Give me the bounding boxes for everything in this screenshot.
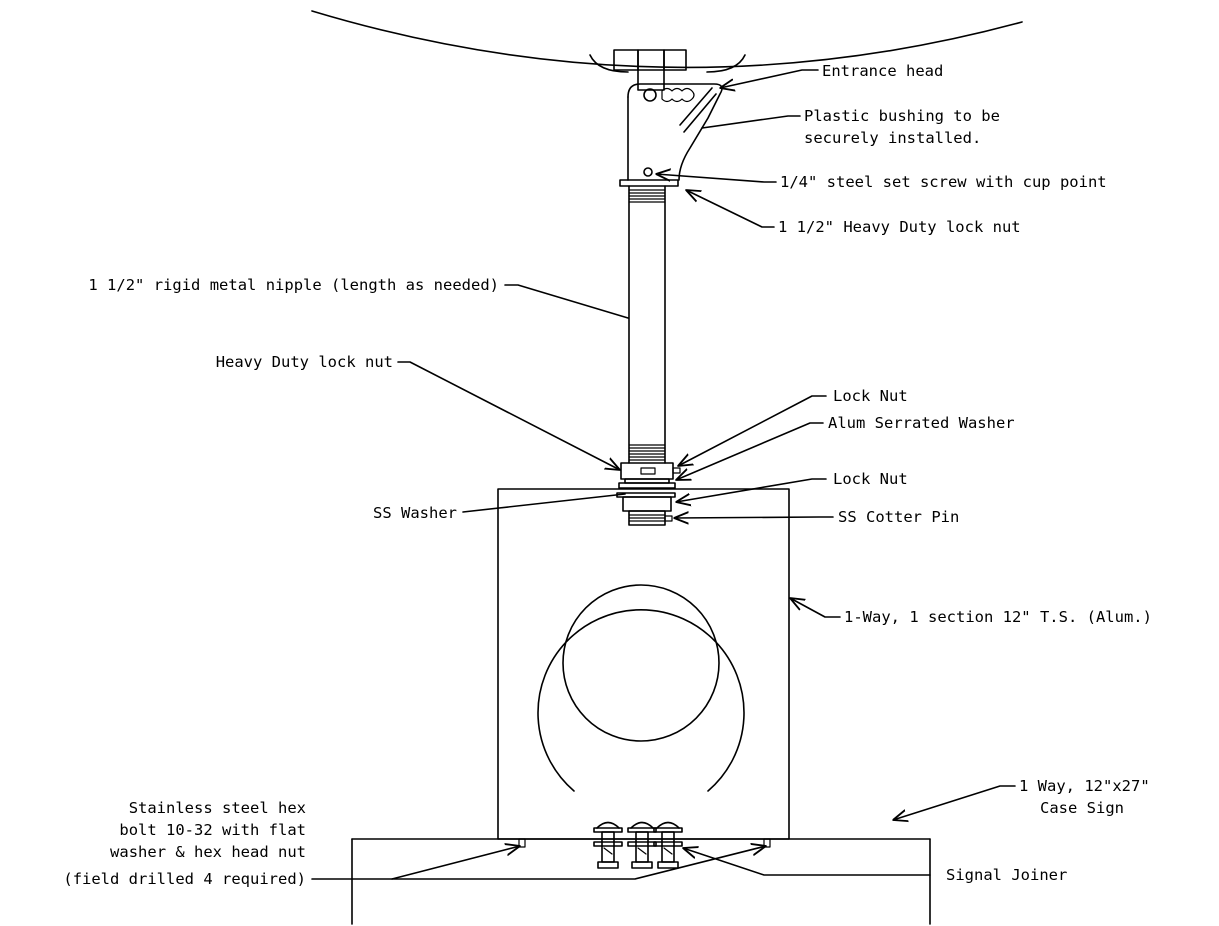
label-hex-bolt-1: Stainless steel hex	[129, 799, 306, 817]
joiner-bolt	[627, 821, 657, 869]
leader-ss-washer	[462, 493, 626, 513]
label-ss-washer: SS Washer	[373, 504, 457, 522]
label-ss-cotter-pin: SS Cotter Pin	[838, 508, 959, 526]
label-case-sign-1: 1 Way, 12"x27"	[1019, 777, 1150, 795]
label-plastic-bushing-2: securely installed.	[804, 129, 981, 147]
label-hd-lock-nut-top: 1 1/2" Heavy Duty lock nut	[778, 218, 1021, 236]
label-rigid-nipple: 1 1/2" rigid metal nipple (length as nee…	[88, 276, 499, 294]
leader-signal-head	[790, 598, 841, 618]
leader-set-screw	[655, 174, 777, 183]
label-set-screw: 1/4" steel set screw with cup point	[780, 173, 1107, 191]
label-hex-bolt-4: (field drilled 4 required)	[63, 870, 306, 888]
leader-hd-lock-nut-top	[686, 190, 775, 228]
signal-head-housing	[497, 488, 790, 840]
label-lock-nut-1: Lock Nut	[833, 387, 908, 405]
label-lock-nut-2: Lock Nut	[833, 470, 908, 488]
leader-entrance-head	[720, 69, 819, 88]
label-entrance-head: Entrance head	[822, 62, 943, 80]
leader-lock-nut-1	[678, 395, 827, 466]
leader-rigid-nipple	[504, 284, 629, 319]
leader-lines	[311, 69, 1016, 880]
entrance-head	[627, 83, 723, 181]
label-signal-joiner: Signal Joiner	[946, 866, 1067, 884]
label-alum-washer: Alum Serrated Washer	[828, 414, 1015, 432]
leader-ss-cotter-pin	[673, 517, 834, 518]
inner-lock-nut	[616, 492, 676, 526]
leader-plastic-bushing	[701, 115, 801, 129]
leader-case-sign	[893, 785, 1016, 820]
leader-lock-nut-2	[676, 478, 827, 502]
leader-alum-washer	[676, 422, 824, 480]
lock-nut-assembly	[618, 462, 681, 489]
span-wire-clamp	[589, 49, 746, 91]
rigid-metal-nipple	[628, 185, 666, 464]
joiner-bolt	[653, 821, 683, 869]
leader-signal-joiner	[683, 848, 931, 876]
span-wire	[311, 10, 1023, 69]
leader-hex-bolt	[311, 846, 520, 880]
case-sign	[351, 838, 931, 925]
leader-hex-bolt-right	[391, 846, 766, 880]
leader-hd-lock-nut	[397, 361, 620, 470]
joiner-bolt	[593, 821, 623, 869]
label-hex-bolt-2: bolt 10-32 with flat	[119, 821, 306, 839]
label-case-sign-2: Case Sign	[1040, 799, 1124, 817]
label-hex-bolt-3: washer & hex head nut	[110, 843, 306, 861]
top-lock-nut	[619, 179, 679, 187]
signal-joiner	[593, 821, 683, 869]
label-plastic-bushing-1: Plastic bushing to be	[804, 107, 1000, 125]
label-hd-lock-nut: Heavy Duty lock nut	[216, 353, 393, 371]
labels: Entrance head Plastic bushing to be secu…	[63, 62, 1152, 888]
label-signal-head: 1-Way, 1 section 12" T.S. (Alum.)	[844, 608, 1152, 626]
